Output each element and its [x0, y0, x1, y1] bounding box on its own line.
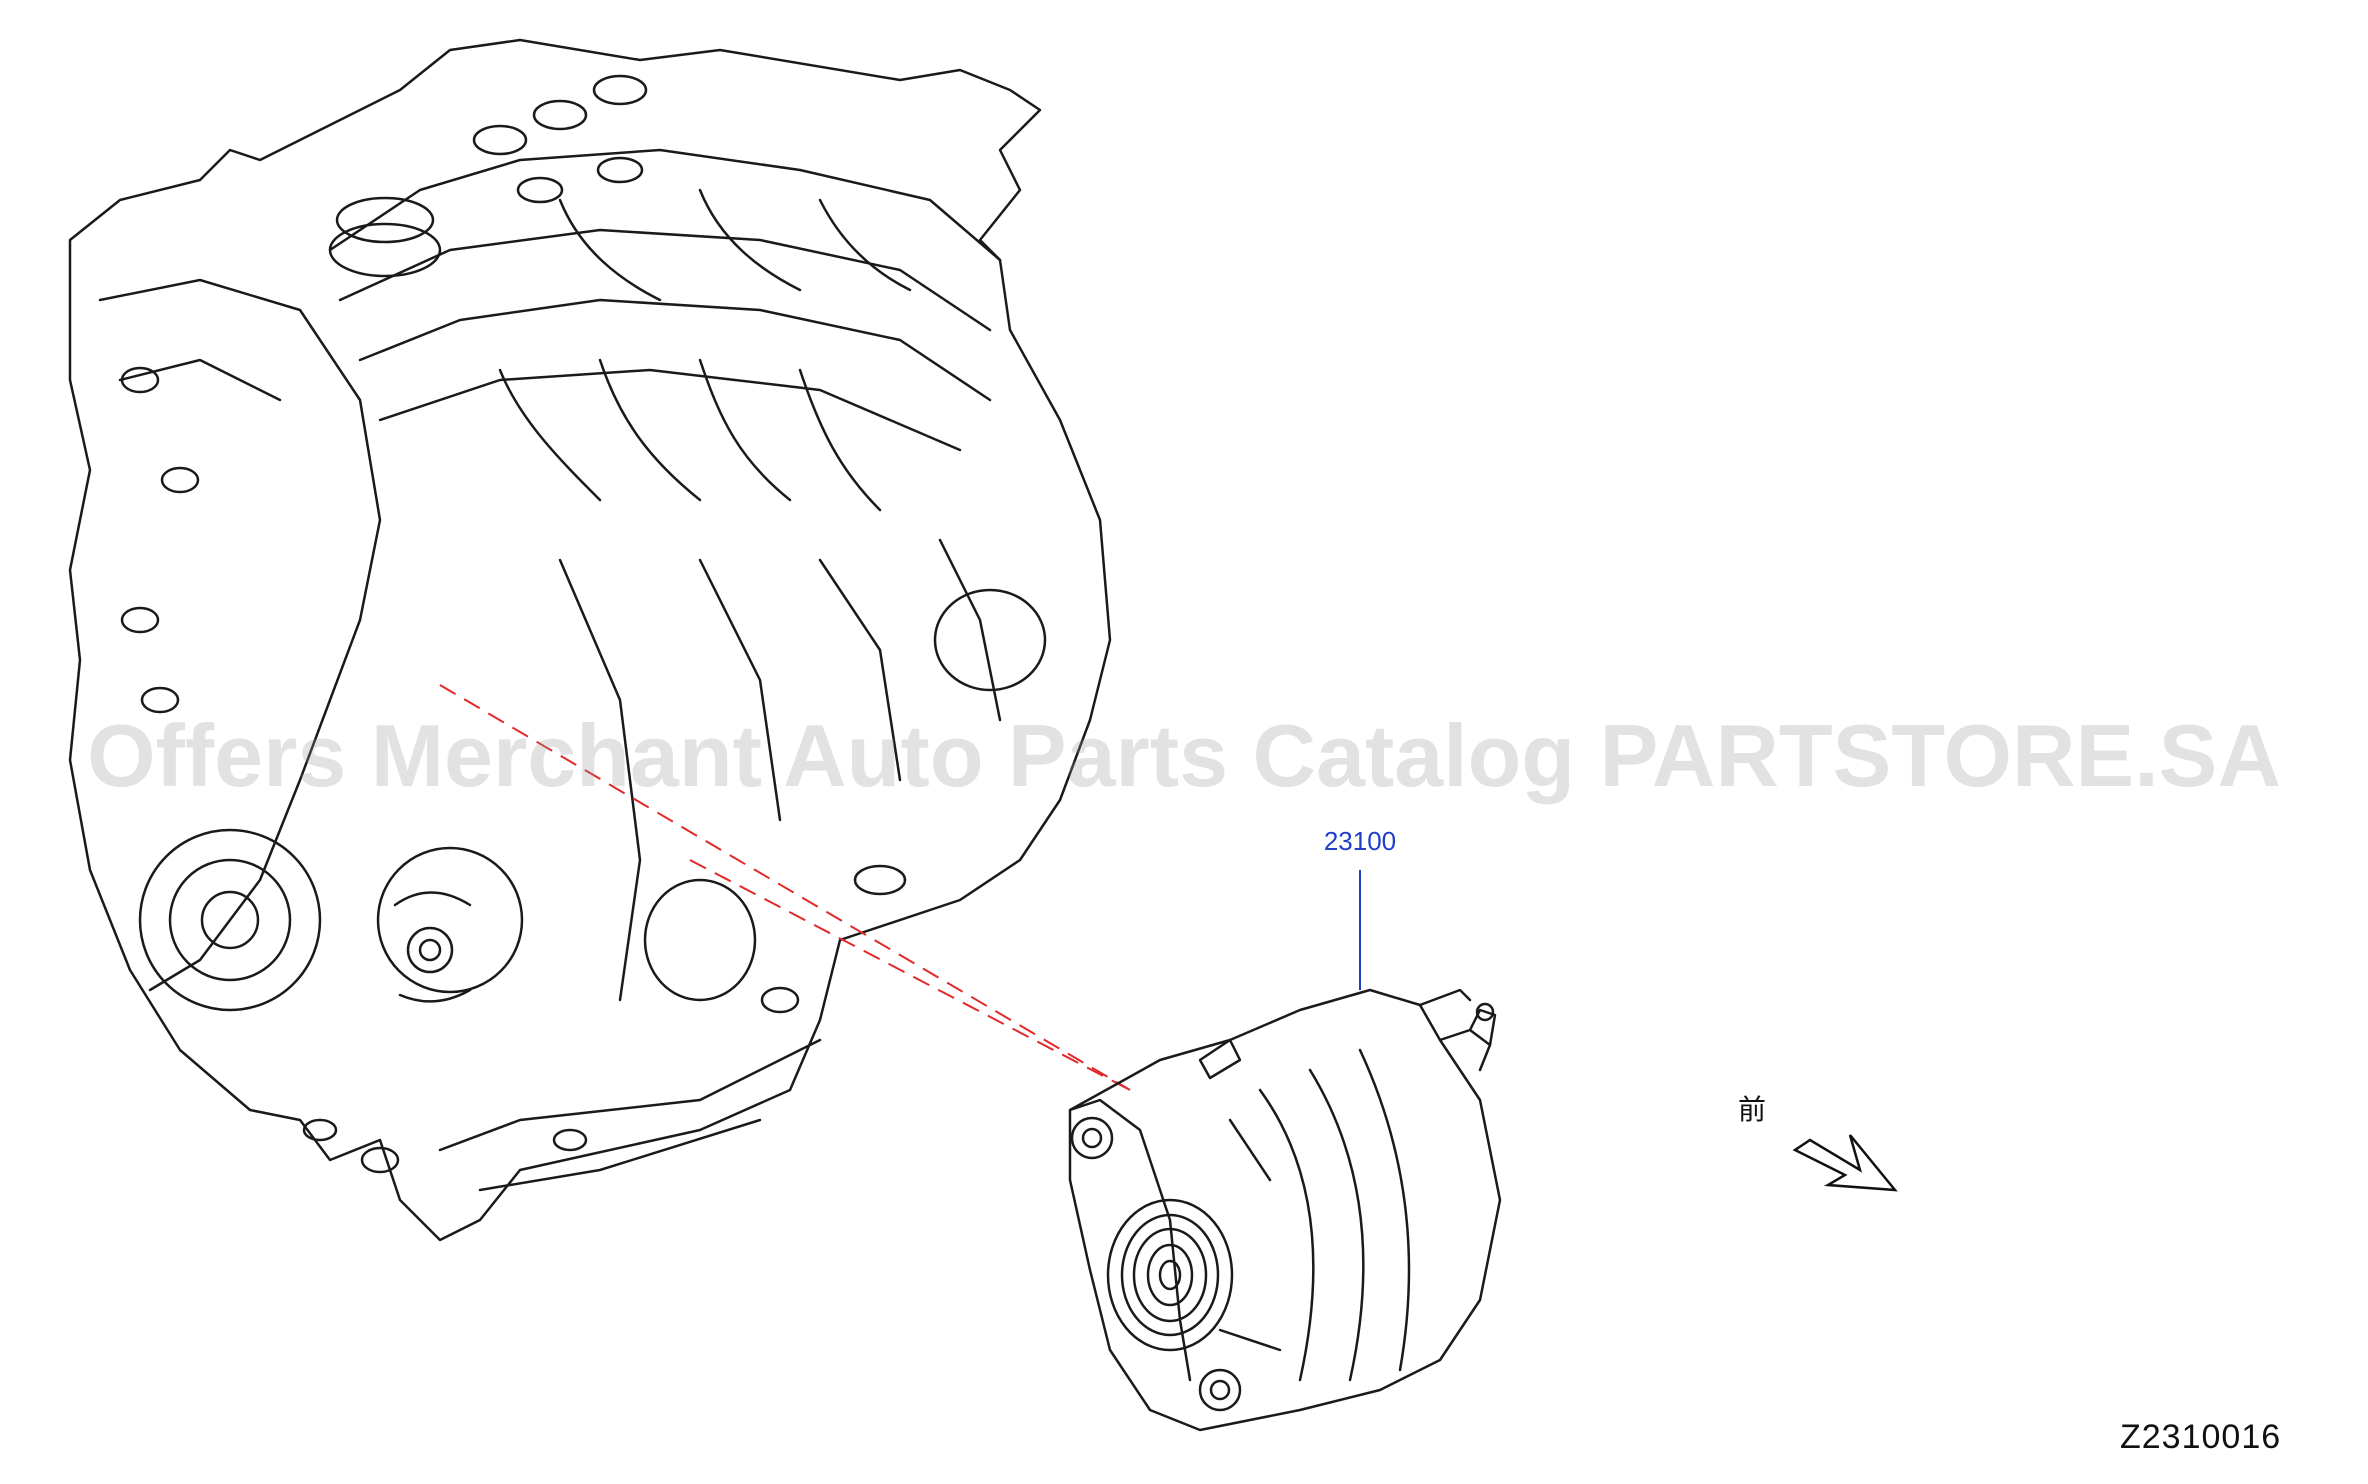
- engine-block-illustration: [68, 38, 1112, 1242]
- part-number-callout-23100[interactable]: 23100: [1323, 826, 1397, 856]
- front-direction-arrow-icon: [1792, 1134, 1898, 1192]
- alternator-illustration: [1068, 988, 1502, 1432]
- front-direction-label: 前: [1738, 1093, 1767, 1126]
- mounting-leader-lines: [439, 684, 1131, 1091]
- diagram-id: Z2310016: [2120, 1418, 2282, 1456]
